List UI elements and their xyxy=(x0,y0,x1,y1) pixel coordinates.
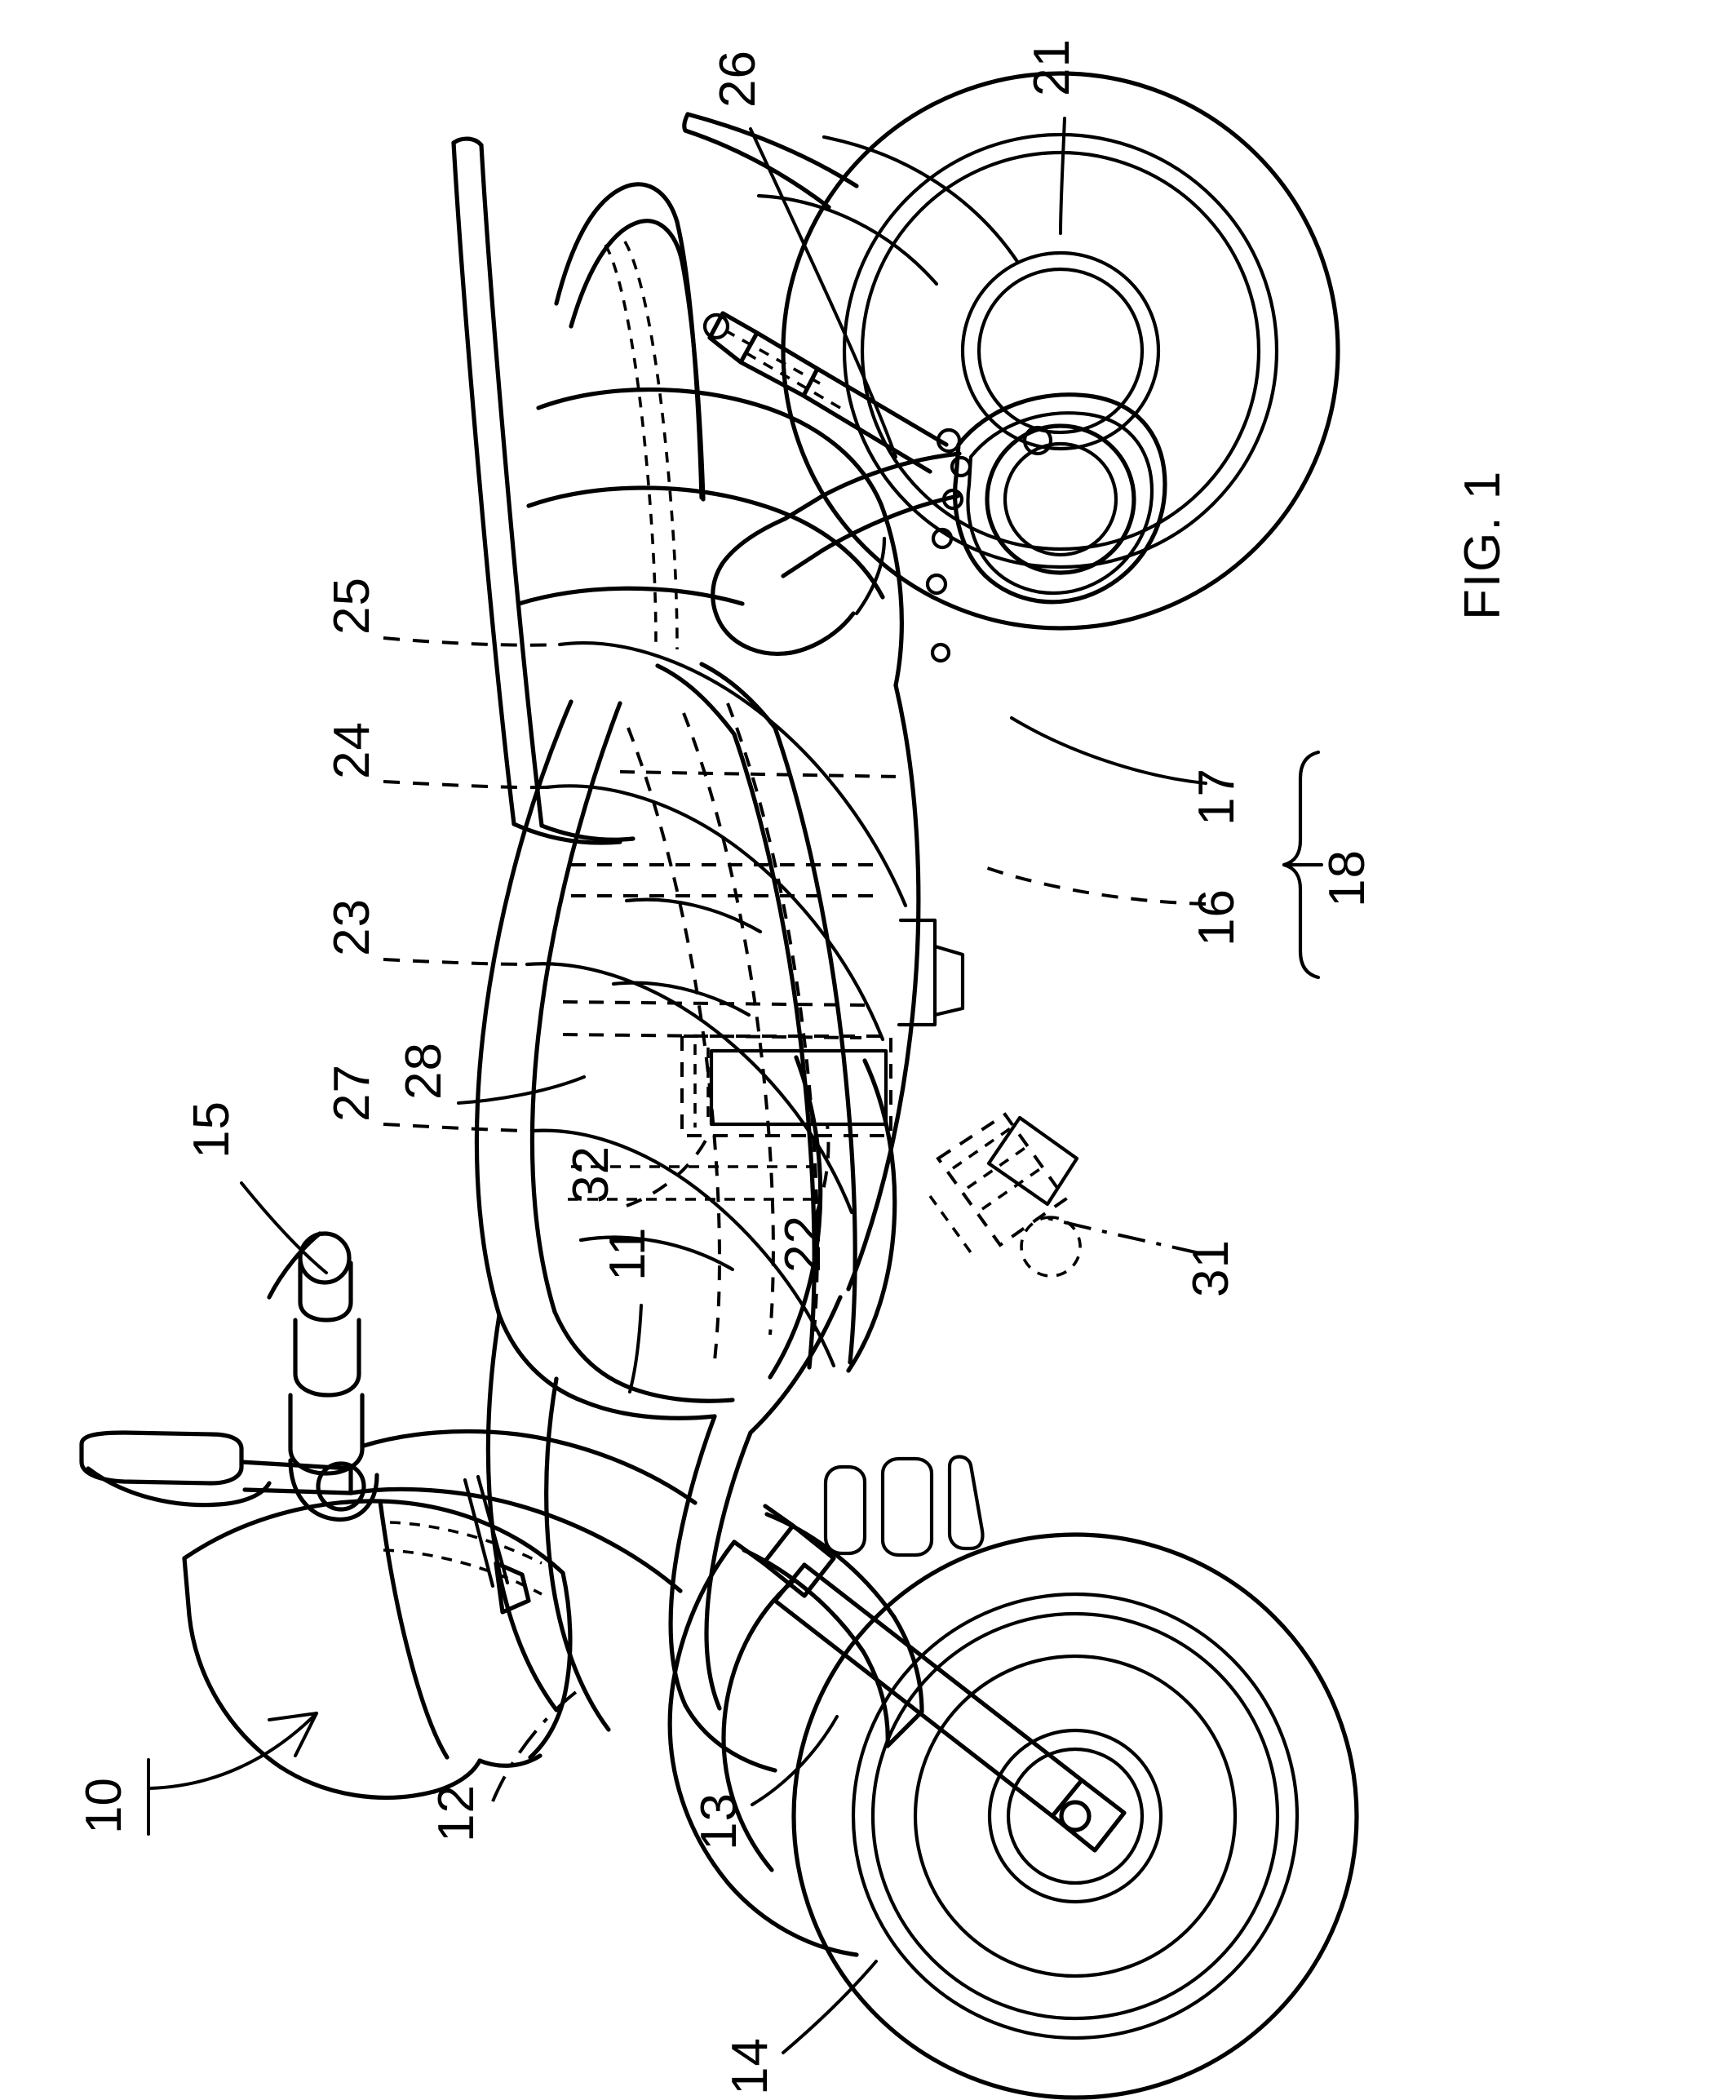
front-suspension-group xyxy=(667,1504,1359,2100)
numeral-16: 16 xyxy=(1189,888,1245,946)
lower-panel-details xyxy=(568,897,965,1272)
numeral-21: 21 xyxy=(1024,38,1080,96)
body-cover-group xyxy=(474,683,985,1773)
numeral-24: 24 xyxy=(324,721,380,779)
battery-unit-group xyxy=(928,1112,1082,1278)
figure-caption: FIG. 1 xyxy=(1455,470,1511,620)
numeral-12: 12 xyxy=(428,1784,485,1842)
leader-31 xyxy=(1037,1214,1200,1255)
numeral-22: 22 xyxy=(775,1215,831,1273)
numeral-17: 17 xyxy=(1189,768,1245,826)
numeral-31: 31 xyxy=(1183,1239,1239,1297)
leader-11 xyxy=(628,1304,643,1393)
numeral-14: 14 xyxy=(722,2037,778,2095)
leader-14 xyxy=(782,1960,878,2054)
numeral-25: 25 xyxy=(324,577,380,635)
numeral-13: 13 xyxy=(691,1792,747,1850)
rear-body-group xyxy=(451,112,904,845)
numeral-26: 26 xyxy=(710,50,766,108)
leader-16 xyxy=(986,866,1207,906)
numeral-15: 15 xyxy=(184,1101,240,1159)
leader-24 xyxy=(383,780,547,790)
leader-lines xyxy=(147,117,1324,2054)
power-unit-group xyxy=(702,135,1167,663)
figure-assembly-number: 10 xyxy=(76,1778,132,1834)
reference-numerals: 21 26 25 24 23 27 28 32 22 15 11 12 13 1… xyxy=(76,38,1511,2095)
leader-26 xyxy=(749,127,897,459)
leader-21 xyxy=(1059,117,1066,235)
leader-23 xyxy=(383,958,528,966)
numeral-32: 32 xyxy=(563,1145,619,1203)
leader-27 xyxy=(383,1123,534,1132)
numeral-11: 11 xyxy=(600,1227,656,1281)
numeral-18: 18 xyxy=(1319,849,1375,907)
leader-13 xyxy=(751,1715,839,1806)
numeral-27: 27 xyxy=(324,1064,380,1122)
leader-15 xyxy=(240,1181,328,1274)
leader-12 xyxy=(491,1690,578,1802)
leader-32 xyxy=(626,1138,708,1207)
steering-group xyxy=(79,1231,698,1800)
numeral-28: 28 xyxy=(396,1042,452,1100)
leader-22 xyxy=(814,1123,830,1216)
rear-wheel-group xyxy=(781,71,1340,631)
numeral-23: 23 xyxy=(324,898,380,956)
leader-25 xyxy=(383,636,560,647)
leader-28 xyxy=(457,1075,586,1105)
frame-hidden-lines-group xyxy=(525,641,908,1370)
leader-17 xyxy=(1010,716,1207,785)
mirror-stem xyxy=(288,1231,379,1522)
leader-10-arrow xyxy=(147,1712,318,1790)
